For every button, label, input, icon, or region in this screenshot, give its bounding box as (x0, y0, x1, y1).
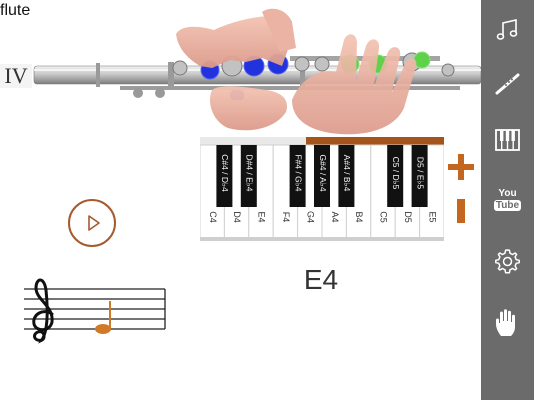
flute-illustration (33, 8, 481, 135)
play-button[interactable] (68, 199, 116, 247)
black-key-6[interactable]: D5 / E♭5 (411, 145, 428, 207)
black-key-label: D5 / E♭5 (415, 157, 425, 190)
black-key-label: D#4 / E♭4 (245, 154, 255, 191)
white-key-label: G4 (305, 211, 315, 223)
music-staff (24, 278, 166, 344)
flute-button[interactable] (481, 64, 534, 104)
settings-button[interactable] (481, 240, 534, 280)
youtube-button[interactable]: You Tube (481, 182, 534, 222)
black-key-label: G#4 / A♭4 (318, 154, 328, 191)
hand-icon (496, 309, 515, 336)
black-key-label: A#4 / B♭4 (342, 155, 352, 192)
gear-icon (495, 249, 520, 274)
white-key-label: E5 (427, 211, 437, 222)
play-icon (88, 215, 100, 231)
sidebar: You Tube (481, 0, 534, 400)
black-key-label: C#4 / D♭4 (220, 154, 230, 192)
range-indicator (306, 137, 444, 145)
black-key-5[interactable]: C5 / D♭5 (387, 145, 404, 207)
black-key-label: C5 / D♭5 (391, 157, 401, 190)
white-key-label: A4 (330, 211, 340, 222)
piano-icon (495, 129, 520, 151)
black-key-label: F#4 / G♭4 (293, 154, 303, 191)
white-key-label: F4 (281, 212, 291, 223)
music-note-icon (496, 18, 518, 40)
white-key-label: D5 (403, 211, 413, 223)
white-key-label: B4 (354, 211, 364, 222)
hand-button[interactable] (481, 300, 534, 340)
white-key-label: C5 (379, 211, 389, 223)
register-label: IV (0, 64, 32, 88)
black-key-1[interactable]: D#4 / E♭4 (240, 145, 257, 207)
black-key-0[interactable]: C#4 / D♭4 (216, 145, 233, 207)
music-note-button[interactable] (481, 10, 534, 50)
treble-clef-icon (32, 278, 54, 344)
app-title: flute (0, 2, 31, 19)
flute-icon (495, 73, 520, 95)
white-key-label: C4 (208, 211, 218, 223)
black-key-2[interactable]: F#4 / G♭4 (289, 145, 306, 207)
current-note-name: E4 (303, 264, 339, 295)
white-key-label: D4 (232, 211, 242, 223)
decrease-button[interactable] (457, 199, 465, 223)
black-key-3[interactable]: G#4 / A♭4 (314, 145, 330, 207)
piano-button[interactable] (481, 120, 534, 160)
white-key-label: E4 (257, 211, 267, 222)
increase-button[interactable] (448, 154, 474, 180)
piano-keyboard[interactable]: C4 D4 E4 F4 G4 A4 B4 C5 D5 E5 C#4 / D♭4 D#4 / E♭4 F#… (200, 137, 444, 241)
black-key-4[interactable]: A#4 / B♭4 (338, 145, 355, 207)
youtube-icon: You Tube (494, 188, 521, 211)
note-e4 (95, 301, 111, 334)
